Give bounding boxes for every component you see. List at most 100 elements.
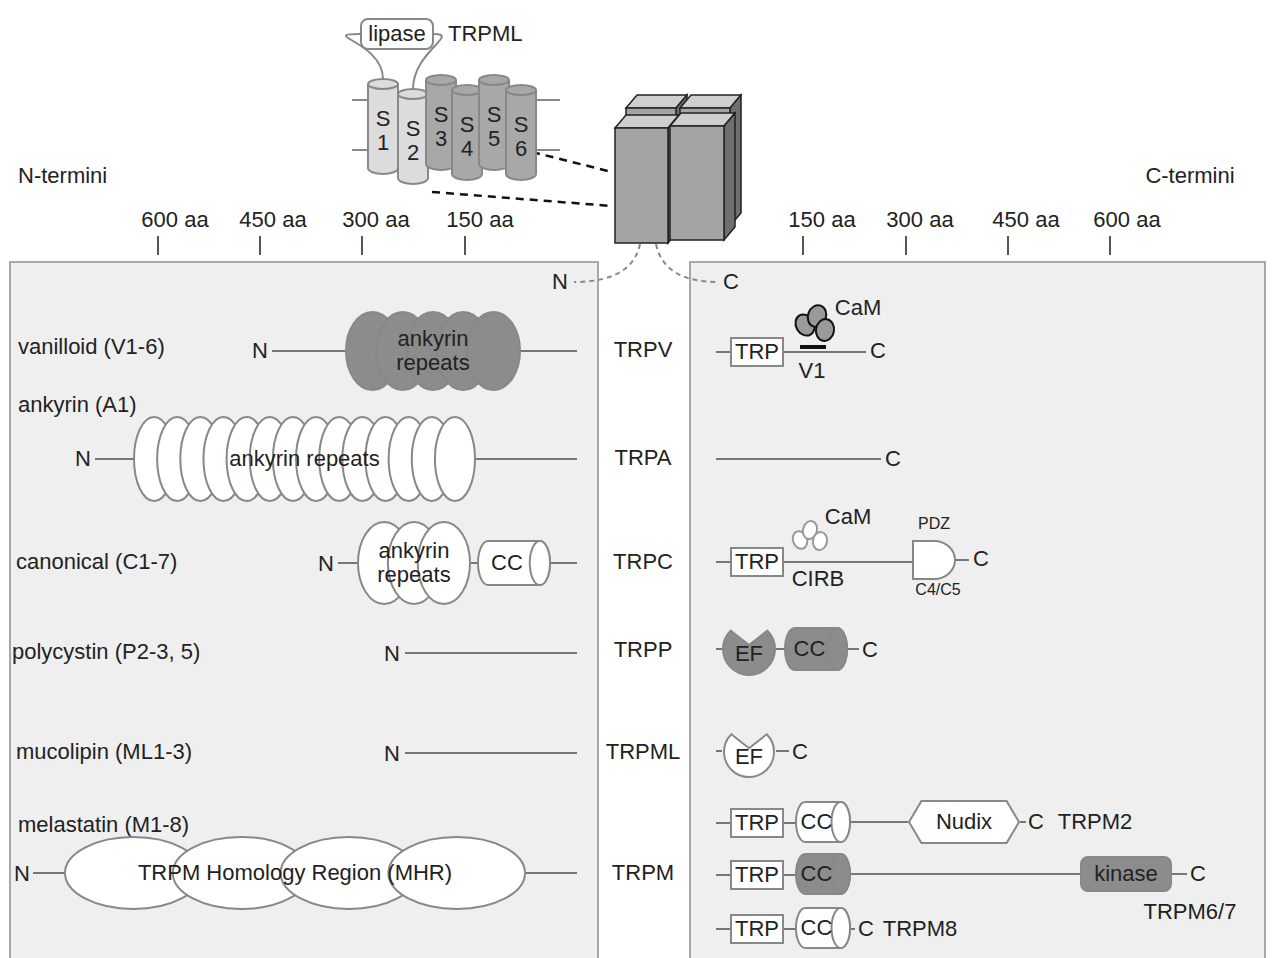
text-label: TRPML [448, 22, 523, 46]
text-label: 450 aa [992, 208, 1059, 232]
node-text: TRP [735, 917, 779, 941]
text-label: N [75, 447, 91, 471]
node-text: ankyrin repeats [364, 539, 464, 587]
connector-line [776, 648, 785, 650]
node-label-area: S 1 [367, 78, 399, 174]
backbone-line [716, 351, 730, 353]
hexagon-outline [909, 801, 1019, 843]
text-label: melastatin (M1-8) [18, 813, 189, 837]
node-text: CC [794, 637, 826, 661]
cylinder-body [796, 802, 850, 842]
text-label: C [973, 547, 989, 571]
text-label: 300 aa [342, 208, 409, 232]
node-text: TRP [735, 863, 779, 887]
axis-tick [464, 236, 466, 255]
box-outline [731, 809, 783, 837]
text-label: CIRB [792, 567, 845, 591]
text-label: 600 aa [1093, 208, 1160, 232]
trp-box: TRP [730, 914, 784, 944]
node-text: kinase [1094, 862, 1158, 886]
axis-tick [802, 236, 804, 255]
text-label: mucolipin (ML1-3) [16, 740, 192, 764]
node-label-area: Nudix [908, 800, 1020, 844]
tetramer-block [615, 128, 668, 243]
text-label: N [384, 742, 400, 766]
tetramer-block [670, 126, 724, 240]
c-termini-panel [690, 262, 1265, 958]
node-text: TRPM Homology Region (MHR) [138, 861, 452, 885]
backbone-line [716, 648, 722, 650]
backbone-line [338, 562, 357, 564]
coiled-coil: CC [796, 907, 850, 949]
coiled-coil: CC [785, 627, 847, 671]
text-label: TRPC [613, 550, 673, 574]
node-label-area: ankyrin repeats [345, 311, 521, 391]
node-text: S 3 [433, 103, 449, 151]
cylinder-top [452, 85, 482, 95]
connector-line [471, 562, 478, 564]
cylinder-top [398, 89, 428, 99]
homology-region: TRPM Homology Region (MHR) [64, 836, 526, 910]
cylinder-body [452, 90, 482, 180]
cylinder-body [506, 90, 536, 180]
backbone-line [33, 872, 64, 874]
cylinder-end [530, 541, 550, 585]
text-label: 450 aa [239, 208, 306, 232]
text-label: TRPM2 [1058, 810, 1133, 834]
cylinder-body [785, 628, 847, 670]
helix-cylinder: S 2 [397, 88, 429, 184]
node-shape [912, 540, 956, 580]
text-label: 300 aa [886, 208, 953, 232]
axis-tick [905, 236, 907, 255]
pdz-outline [913, 541, 955, 579]
text-label: TRPM8 [883, 917, 958, 941]
node-label-area: S 2 [397, 88, 429, 184]
node-label-area: CC [796, 801, 850, 843]
backbone-line [716, 928, 730, 930]
node-label-area: kinase [1080, 856, 1172, 892]
box-outline [731, 861, 783, 889]
connector-line [784, 822, 796, 824]
text-label: C [1190, 862, 1206, 886]
backbone-line [784, 351, 866, 353]
node-text: S 5 [486, 103, 502, 151]
helix-cylinder: S 1 [367, 78, 399, 174]
node-label-area: S 6 [505, 84, 537, 180]
coiled-coil: CC [796, 801, 850, 843]
backbone-line [526, 872, 577, 874]
cylinder-end [832, 854, 850, 894]
backbone-line [272, 350, 345, 352]
node-label-area: TRPM Homology Region (MHR) [64, 836, 526, 910]
text-label: TRPML [606, 740, 681, 764]
node-text: S 4 [459, 113, 475, 161]
trp-box: TRP [730, 337, 784, 367]
axis-tick [361, 236, 363, 255]
text-label: N-termini [18, 164, 107, 188]
axis-tick [259, 236, 261, 255]
node-label-area: TRP [730, 808, 784, 838]
backbone-line [1172, 873, 1187, 875]
cylinder-body [368, 84, 398, 174]
text-label: TRPV [614, 338, 673, 362]
axis-tick [1109, 236, 1111, 255]
backbone-line [776, 750, 789, 752]
node-text: S 1 [375, 107, 391, 155]
membrane-line [536, 99, 560, 101]
backbone-line [95, 458, 133, 460]
tetramer-block [724, 113, 735, 240]
axis-tick [157, 236, 159, 255]
ef-hand: EF [722, 726, 776, 778]
text-label: N [552, 270, 568, 294]
text-label: 150 aa [446, 208, 513, 232]
repeat-outline [435, 417, 475, 501]
text-label: C [862, 638, 878, 662]
text-label: C [792, 740, 808, 764]
coiled-coil: CC [478, 540, 550, 586]
node-label-area: ankyrin repeats [357, 521, 471, 605]
node-text: PDZ [918, 515, 950, 533]
node-label-area: CC [796, 853, 850, 895]
text-label: CaM [825, 505, 871, 529]
ankyrin-domain: ankyrin repeats [357, 521, 471, 605]
node-label-area [912, 540, 956, 580]
cylinder-end [828, 628, 847, 670]
